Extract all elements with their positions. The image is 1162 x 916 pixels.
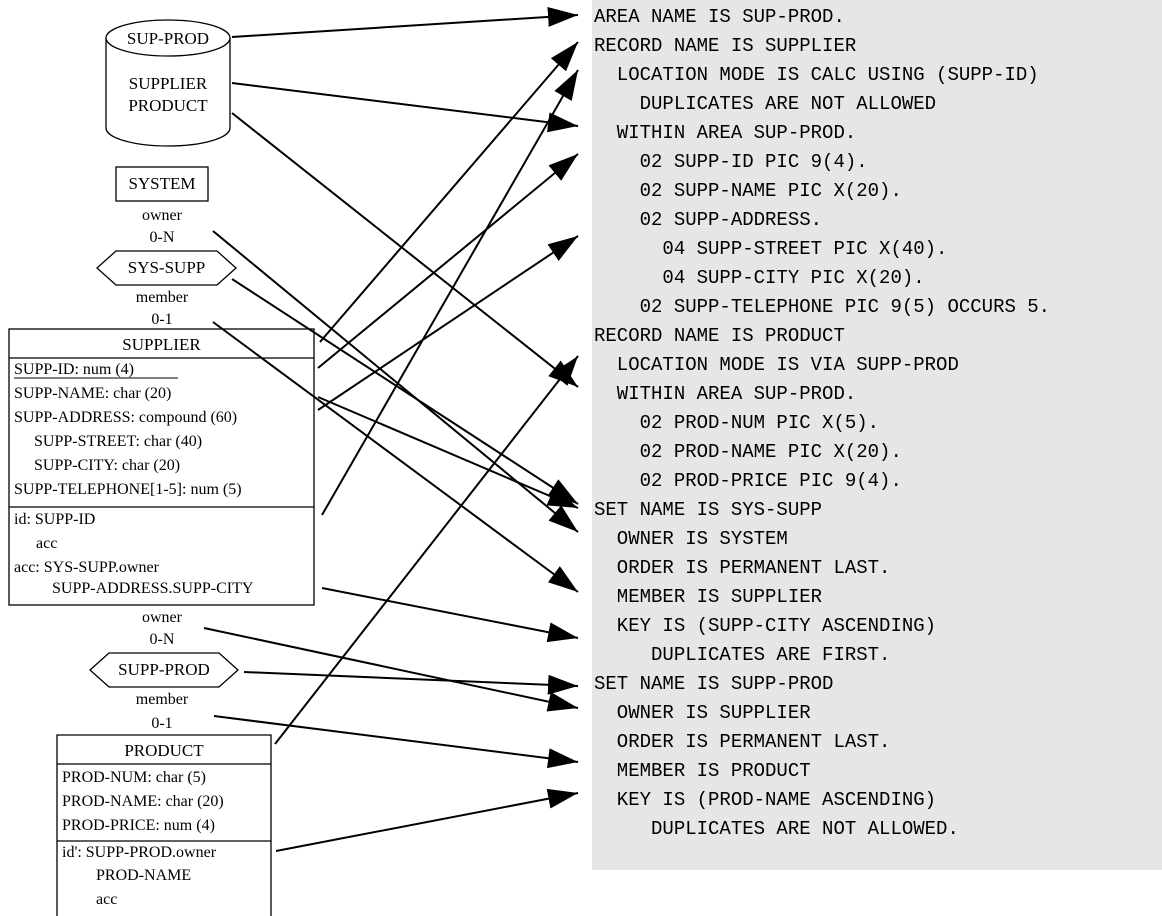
ddl-line: 04 SUPP-CITY PIC X(20).	[594, 267, 925, 289]
supp-prod-member-cardinality: 0-1	[151, 715, 173, 732]
ddl-line: OWNER IS SUPPLIER	[594, 702, 811, 724]
ddl-line: RECORD NAME IS SUPPLIER	[594, 35, 857, 57]
arrow-product-id	[275, 788, 579, 852]
sys-supp-member-role: member	[135, 289, 189, 306]
ddl-line: 02 SUPP-ID PIC 9(4).	[594, 151, 868, 173]
ddl-line: MEMBER IS SUPPLIER	[594, 586, 823, 608]
product-constraint: PROD-NAME	[96, 867, 192, 884]
system-owner-role: owner	[142, 207, 182, 224]
ddl-line: 02 SUPP-ADDRESS.	[594, 209, 823, 231]
product-field: PROD-NAME: char (20)	[62, 793, 224, 810]
area-cylinder-shape	[105, 19, 231, 147]
supplier-constraint: acc	[36, 535, 58, 552]
supp-prod-owner-role: owner	[142, 609, 182, 626]
ddl-line: SET NAME IS SYS-SUPP	[594, 499, 823, 521]
arrow-product-record	[274, 355, 579, 745]
ddl-line: KEY IS (PROD-NAME ASCENDING)	[594, 789, 937, 811]
ddl-line: LOCATION MODE IS CALC USING (SUPP-ID)	[594, 64, 1039, 86]
ddl-line: 02 SUPP-NAME PIC X(20).	[594, 180, 902, 202]
ddl-line: MEMBER IS PRODUCT	[594, 760, 811, 782]
ddl-line: 02 PROD-NUM PIC X(5).	[594, 412, 880, 434]
ddl-line: SET NAME IS SUPP-PROD	[594, 673, 834, 695]
supp-prod-member-role: member	[135, 691, 189, 708]
area-item-product: PRODUCT	[128, 96, 208, 115]
ddl-line: DUPLICATES ARE FIRST.	[594, 644, 891, 666]
supp-prod-label: SUPP-PROD	[118, 660, 210, 679]
arrow-supplier-record	[319, 41, 579, 343]
arrow-id-calc	[321, 69, 579, 516]
supplier-box-shape	[8, 328, 315, 606]
ddl-line: 02 PROD-NAME PIC X(20).	[594, 441, 902, 463]
arrow-area-name	[231, 6, 579, 38]
product-constraint: id': SUPP-PROD.owner	[62, 844, 217, 861]
arrow-supp-prod-owner	[203, 627, 579, 712]
supp-prod-hexagon	[89, 652, 239, 688]
system-box-shape	[115, 166, 209, 202]
arrow-area-supplier	[231, 82, 579, 133]
supplier-title: SUPPLIER	[122, 335, 201, 354]
ddl-line: RECORD NAME IS PRODUCT	[594, 325, 845, 347]
area-name-label: SUP-PROD	[126, 29, 210, 48]
arrow-supp-name	[317, 396, 579, 509]
arrow-supp-prod-member	[213, 715, 579, 769]
supplier-constraint: acc: SYS-SUPP.owner	[14, 559, 159, 576]
system-owner-cardinality: 0-N	[149, 229, 175, 246]
ddl-line: ORDER IS PERMANENT LAST.	[594, 557, 891, 579]
supplier-field: SUPP-ADDRESS: compound (60)	[14, 409, 238, 426]
arrow-area-product	[231, 112, 579, 388]
ddl-line: LOCATION MODE IS VIA SUPP-PROD	[594, 354, 959, 376]
ddl-line: 04 SUPP-STREET PIC X(40).	[594, 238, 948, 260]
product-title: PRODUCT	[124, 741, 204, 760]
product-field: PROD-PRICE: num (4)	[62, 817, 215, 834]
connector-arrows	[203, 6, 579, 852]
supplier-field: SUPP-TELEPHONE[1-5]: num (5)	[14, 481, 242, 498]
ddl-line: AREA NAME IS SUP-PROD.	[594, 6, 845, 28]
supplier-field: SUPP-STREET: char (40)	[34, 433, 203, 450]
ddl-line: DUPLICATES ARE NOT ALLOWED.	[594, 818, 959, 840]
arrow-acc-key	[321, 587, 579, 643]
supplier-constraint: SUPP-ADDRESS.SUPP-CITY	[52, 580, 254, 597]
sys-supp-hexagon	[96, 250, 237, 286]
product-constraint: acc	[96, 891, 118, 908]
arrow-supp-address	[317, 235, 579, 411]
arrow-sys-supp-member	[212, 321, 579, 593]
ddl-line: KEY IS (SUPP-CITY ASCENDING)	[594, 615, 937, 637]
sys-supp-member-cardinality: 0-1	[151, 311, 173, 328]
ddl-line: OWNER IS SYSTEM	[594, 528, 788, 550]
supplier-field: SUPP-NAME: char (20)	[14, 385, 172, 402]
area-item-supplier: SUPPLIER	[128, 74, 208, 93]
arrow-sys-supp-set	[231, 278, 579, 505]
supp-prod-owner-cardinality: 0-N	[149, 631, 175, 648]
ddl-line: 02 SUPP-TELEPHONE PIC 9(5) OCCURS 5.	[594, 296, 1051, 318]
ddl-line: WITHIN AREA SUP-PROD.	[594, 383, 857, 405]
ddl-line: 02 PROD-PRICE PIC 9(4).	[594, 470, 902, 492]
ddl-code-panel	[592, 0, 1162, 870]
system-label: SYSTEM	[128, 174, 196, 193]
ddl-line: WITHIN AREA SUP-PROD.	[594, 122, 857, 144]
supplier-constraint: id: SUPP-ID	[14, 511, 96, 528]
supplier-field: SUPP-ID: num (4)	[14, 361, 135, 378]
arrow-supp-prod-set	[243, 671, 579, 695]
arrow-supp-id	[317, 153, 579, 369]
product-box-shape	[56, 734, 272, 916]
ddl-line: DUPLICATES ARE NOT ALLOWED	[594, 93, 937, 115]
ddl-line: ORDER IS PERMANENT LAST.	[594, 731, 891, 753]
sys-supp-label: SYS-SUPP	[127, 258, 206, 277]
product-field: PROD-NUM: char (5)	[62, 769, 206, 786]
supplier-field: SUPP-CITY: char (20)	[34, 457, 181, 474]
